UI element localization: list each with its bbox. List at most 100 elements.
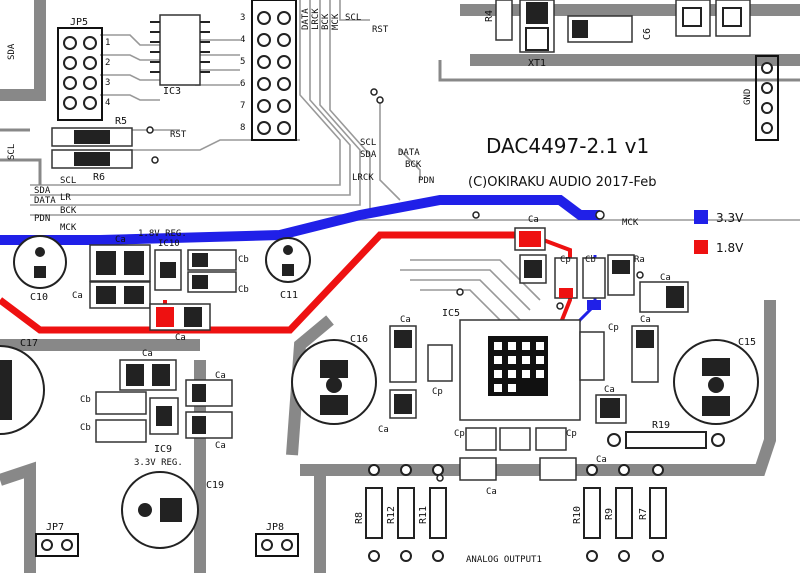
signal-mck-right: MCK [622, 218, 639, 228]
legend-label-1v8: 1.8V [716, 241, 744, 255]
trace-3v3 [0, 195, 600, 245]
r9-label: R9 [604, 508, 615, 520]
r5-label: R5 [115, 116, 127, 127]
r6-resistor [51, 149, 133, 169]
top-right-caps [675, 0, 751, 37]
ic3-chip [150, 14, 210, 86]
pin-r6: 6 [240, 79, 245, 89]
right-header [251, 0, 297, 141]
cap-ca-14: Ca [215, 441, 226, 451]
jp7-label: JP7 [46, 522, 64, 533]
gnd-label: GND [743, 89, 753, 105]
cap-cb-5: Cb [80, 423, 91, 433]
cap-ca-8: Ca [640, 315, 651, 325]
c19-label: C19 [206, 480, 224, 491]
r7-label: R7 [638, 508, 649, 520]
pin-r8: 8 [240, 123, 245, 133]
ic5-caps [389, 227, 689, 481]
signal-mck-row: MCK [60, 223, 77, 233]
pin-3: 3 [105, 78, 110, 88]
cap-ca-10: Ca [486, 487, 497, 497]
signal-lr-row: LR [60, 193, 71, 203]
c10-capacitor [13, 235, 67, 289]
pin-r3: 3 [240, 13, 245, 23]
cap-cb-3: Cb [585, 255, 596, 265]
board-title: DAC4497-2.1 v1 [486, 134, 649, 158]
ic9-label: IC9 [154, 444, 172, 455]
r10-label: R10 [572, 506, 583, 524]
c16-capacitor [291, 339, 377, 425]
reg18-label: 1.8V REG. [138, 229, 187, 239]
trace-1v8 [0, 231, 530, 334]
c10-label: C10 [30, 292, 48, 303]
cap-cb-2: Cb [238, 285, 249, 295]
c11-capacitor [265, 237, 311, 283]
cap-ca-13: Ca [215, 371, 226, 381]
board-copyright: (C)OKIRAKU AUDIO 2017-Feb [468, 175, 656, 190]
cap-ca-12: Ca [142, 349, 153, 359]
ic3-label: IC3 [163, 86, 181, 97]
r19-resistor [607, 431, 725, 449]
r4-label: R4 [484, 10, 495, 22]
signal-sda-mid: SDA [360, 150, 377, 160]
jp5-label: JP5 [70, 17, 88, 28]
signal-lrck-mid: LRCK [352, 173, 374, 183]
ic10-regulator [89, 244, 237, 331]
signal-pdn-row: PDN [34, 214, 50, 224]
ic10-label: IC10 [158, 239, 180, 249]
cap-cp-5: Cp [566, 429, 577, 439]
r5-resistor [51, 127, 133, 147]
pin-4: 4 [105, 98, 110, 108]
cap-cp-4: Cp [454, 429, 465, 439]
signal-lrck-top: LRCK [311, 8, 321, 30]
signal-scl-mid: SCL [360, 138, 376, 148]
ra-label: Ra [634, 255, 645, 265]
signal-bck-top: BCK [321, 13, 331, 30]
cap-cp-3: Cp [608, 323, 619, 333]
pin-r5: 5 [240, 57, 245, 67]
c17-label: C17 [20, 338, 38, 349]
analog-output-label: ANALOG OUTPUT1 [466, 555, 542, 565]
r6-label: R6 [93, 172, 105, 183]
c16-label: C16 [350, 334, 368, 345]
cap-ca-11: Ca [596, 455, 607, 465]
rst-label: RST [170, 130, 187, 140]
cap-cp-2: Cp [432, 387, 443, 397]
legend-label-3v3: 3.3V [716, 211, 744, 225]
signal-bck-row: BCK [60, 206, 77, 216]
cap-ca-2: Ca [72, 291, 83, 301]
cap-cp-1: Cp [560, 255, 571, 265]
c15-capacitor [673, 339, 759, 425]
cap-ca-7: Ca [378, 425, 389, 435]
c15-label: C15 [738, 337, 756, 348]
signal-scl-top: SCL [345, 13, 361, 23]
signal-mck-top: MCK [331, 13, 341, 30]
c11-label: C11 [280, 290, 298, 301]
ic9-regulator [95, 359, 233, 443]
pin-1: 1 [105, 38, 110, 48]
legend-swatch-3v3 [694, 210, 708, 224]
c6-cap [567, 15, 633, 43]
pin-r4: 4 [240, 35, 245, 45]
legend: 3.3V 1.8V [694, 210, 744, 255]
cap-ca-5: Ca [660, 273, 671, 283]
r11-label: R11 [418, 506, 429, 524]
r12-label: R12 [386, 506, 397, 524]
jp8-label: JP8 [266, 522, 284, 533]
pin-r7: 7 [240, 101, 245, 111]
c17-capacitor [0, 345, 45, 435]
signal-scl-row: SCL [60, 176, 76, 186]
signal-data-row: DATA [34, 196, 56, 206]
vias [146, 88, 644, 482]
signal-pdn-mid: PDN [418, 176, 434, 186]
ic5-dac-chip [459, 319, 581, 421]
signal-bck-mid: BCK [405, 160, 422, 170]
cap-ca-3: Ca [175, 333, 186, 343]
cap-cb-1: Cb [238, 255, 249, 265]
c19-capacitor [121, 471, 199, 549]
cap-cb-4: Cb [80, 395, 91, 405]
c6-label: C6 [642, 28, 653, 40]
xt1-label: XT1 [528, 58, 546, 69]
